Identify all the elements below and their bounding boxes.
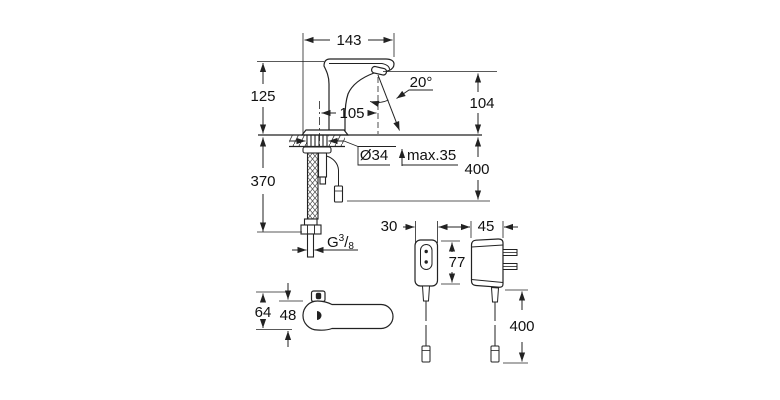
mounting-flange [302, 146, 332, 154]
spout-top-outline [302, 300, 394, 331]
control-unit-cable-stub [421, 285, 431, 302]
dim-label-370: 370 [250, 173, 275, 190]
aerator-outlet [371, 65, 388, 76]
dim-label-g38: G3/8 [327, 233, 354, 252]
stream-angle-arc [369, 99, 389, 107]
sensor-housing-foot [319, 176, 327, 185]
adapter-cap-line-top [471, 244, 504, 248]
control-unit-labels: 30 77 [381, 218, 466, 271]
control-unit-dot-bottom [424, 260, 428, 264]
under-deck-assembly [300, 135, 344, 258]
dim-label-104: 104 [469, 95, 494, 112]
sensor-housing [317, 152, 328, 178]
spout-top-labels: 64 48 [255, 304, 297, 324]
control-unit-slot [420, 244, 433, 270]
dim-label-77: 77 [449, 254, 466, 271]
power-adapter-labels: 45 400 [478, 218, 535, 335]
dim-label-max35: max.35 [407, 147, 456, 164]
adapter-cable-stub [490, 286, 500, 303]
box-d34 [357, 146, 396, 166]
dim-label-400-adapter: 400 [509, 318, 534, 335]
cable-connector [333, 185, 344, 203]
braided-hose [306, 152, 319, 220]
dim-label-400-faucet: 400 [464, 161, 489, 178]
control-unit-view [403, 221, 461, 363]
adapter-cap-line-bottom [471, 279, 504, 283]
sensor-dot [317, 311, 322, 320]
adapter-body [470, 238, 504, 288]
dim-label-48: 48 [280, 307, 297, 324]
shank-ribs [306, 135, 328, 147]
sensor-window-slot [315, 292, 322, 300]
dim-label-d34: Ø34 [360, 147, 388, 164]
dim-label-30: 30 [381, 218, 398, 235]
control-unit-dot-top [424, 249, 428, 254]
hose-hex-nut [300, 224, 322, 235]
faucet-side-view [300, 58, 395, 152]
hex-nut-facets [307, 225, 315, 234]
dim-label-64: 64 [255, 304, 272, 321]
sensor-cable [326, 155, 339, 186]
leader-20deg [396, 89, 433, 99]
thread-tube [306, 233, 315, 258]
faucet-dimension-labels: 143 125 105 20° 104 Ø34 max.35 400 370 G… [250, 32, 494, 252]
faucet-cap-line [329, 63, 390, 70]
dim-label-20deg: 20° [410, 74, 433, 91]
adapter-connector [490, 345, 500, 363]
faucet-dimension-lines [257, 33, 497, 254]
dim-label-105: 105 [339, 105, 364, 122]
hose-collar [303, 218, 318, 226]
dim-label-143: 143 [336, 32, 361, 49]
leader-d34 [343, 140, 359, 147]
power-adapter-view [456, 221, 528, 364]
dim-label-125: 125 [250, 88, 275, 105]
faucet-base [300, 129, 350, 136]
stream-angle-line [377, 74, 400, 131]
dim-label-45: 45 [478, 218, 495, 235]
control-unit-connector [421, 345, 431, 363]
spout-top-view [256, 283, 394, 347]
